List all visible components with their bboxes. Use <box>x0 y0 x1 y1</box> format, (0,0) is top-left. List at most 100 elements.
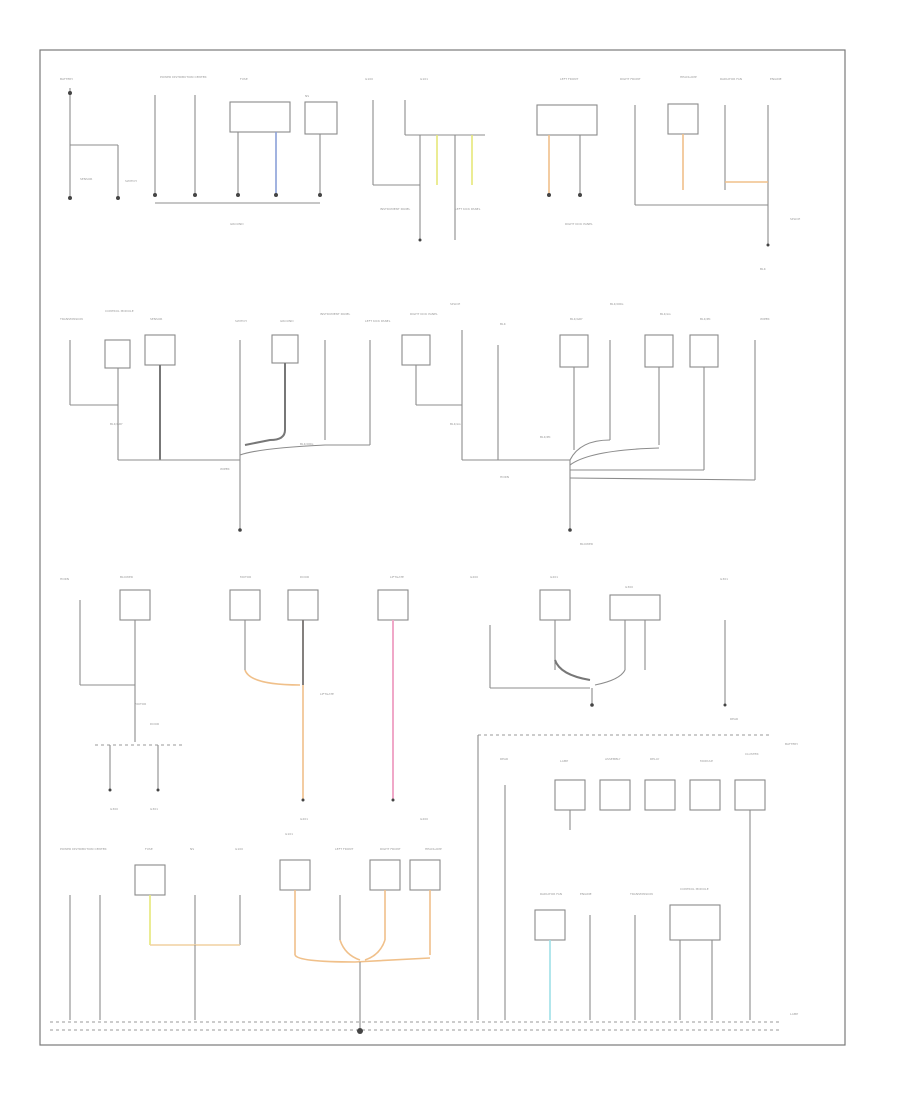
module-d-box <box>667 103 699 135</box>
module-c-box <box>536 104 598 136</box>
component-label: G200 <box>470 575 478 579</box>
component-label: LAMP <box>790 1012 798 1016</box>
row2-box-4 <box>401 334 431 366</box>
battery-group <box>68 88 120 200</box>
module-c-group <box>536 104 598 197</box>
component-label: SWITCH <box>235 319 247 323</box>
component-label: POWER DISTRIBUTION CENTER <box>60 847 107 851</box>
row4-box-7 <box>669 904 721 941</box>
row2-box-3 <box>271 334 299 364</box>
row3-box-3 <box>287 589 319 621</box>
component-label: BLK <box>760 267 767 271</box>
component-label: ENGINE <box>770 77 782 81</box>
component-label: HORN <box>500 475 509 479</box>
row3-box-5 <box>539 589 571 621</box>
component-label: RADIATOR FAN <box>540 892 562 896</box>
row-1-components <box>68 88 770 247</box>
component-label: MOTOR <box>240 575 251 579</box>
component-label: RELAY <box>650 757 660 761</box>
component-label: LIFTGATE <box>390 575 404 579</box>
component-label: G301 <box>720 577 728 581</box>
component-label: MOTOR <box>135 702 146 706</box>
row4-left-box-2 <box>279 859 311 891</box>
module-d-group <box>634 103 770 247</box>
component-label: TRANSMISSION <box>629 892 653 896</box>
component-label: ENGINE <box>580 892 592 896</box>
component-label: LEFT KICK PANEL <box>365 319 391 323</box>
component-label: FUSE <box>145 847 153 851</box>
row4-left-box-4 <box>409 859 441 891</box>
row3-box-6 <box>609 594 661 621</box>
component-label: BLK/ORG <box>610 302 624 306</box>
component-label: LEFT FRONT <box>560 77 578 81</box>
row4-box-2 <box>599 779 631 811</box>
component-label: NS <box>305 94 309 98</box>
row2-box-1 <box>104 339 131 369</box>
row-3-components <box>79 589 727 802</box>
main-ground-point <box>357 1028 363 1034</box>
row4-box-3 <box>644 779 676 811</box>
component-label: G101 <box>420 77 428 81</box>
component-label: SPLICE <box>450 302 460 306</box>
component-label: ASSEMBLY <box>605 757 621 761</box>
component-label: BLK <box>500 322 507 326</box>
row2-box-5 <box>559 334 589 368</box>
row3-box-4 <box>377 589 409 621</box>
component-label: G201 <box>300 817 308 821</box>
row4-box-6 <box>534 909 566 941</box>
component-label: MODULE <box>700 759 713 763</box>
component-label: CONTROL MODULE <box>105 309 134 313</box>
row4-left-box-3 <box>369 859 401 891</box>
row4-box-4 <box>689 779 721 811</box>
row4-box-5 <box>734 779 766 811</box>
component-label: CLUSTER <box>745 752 759 756</box>
component-label: BLOWER <box>120 575 133 579</box>
component-label: LEFT KICK PANEL <box>455 207 481 211</box>
module-b-box <box>304 101 338 135</box>
component-label: RADIATOR FAN <box>720 77 742 81</box>
component-label: SENSOR <box>150 317 162 321</box>
component-label: SWITCH <box>125 179 137 183</box>
component-label: LIFTGATE <box>320 692 334 696</box>
row-2-components <box>69 330 756 532</box>
component-label: G301 <box>150 807 158 811</box>
module-a-group <box>229 101 338 197</box>
component-label: HEADLAMP <box>680 75 697 79</box>
component-label: LAMP <box>560 759 568 763</box>
module-a-box <box>229 101 291 133</box>
component-label: HORN <box>60 577 69 581</box>
component-label: FUSE <box>240 77 248 81</box>
component-label: WIPER <box>220 467 230 471</box>
component-label: RIGHT FRONT <box>380 847 401 851</box>
component-label: GROUND <box>280 319 294 323</box>
diagram-border <box>39 49 846 1046</box>
component-label: TRANSMISSION <box>59 317 83 321</box>
component-label: CONTROL MODULE <box>680 887 709 891</box>
row-4-right-components <box>477 734 770 1020</box>
component-label: LEFT FRONT <box>335 847 353 851</box>
component-label: REAR <box>730 717 738 721</box>
row2-box-2 <box>144 334 176 366</box>
row2-box-6 <box>644 334 674 368</box>
component-label: INSTRUMENT PANEL <box>320 312 350 316</box>
component-label: BLOWER <box>580 542 593 546</box>
fuse-block-group <box>153 95 320 204</box>
component-label: G100 <box>235 847 243 851</box>
component-label: BLK/LG <box>660 312 671 316</box>
component-label: HEADLAMP <box>425 847 442 851</box>
row4-left-box-1 <box>134 864 166 896</box>
component-label: BLK/LG <box>450 422 461 426</box>
component-label: DOOR <box>300 575 309 579</box>
component-label: INSTRUMENT PANEL <box>380 207 410 211</box>
component-label: G101 <box>285 832 293 836</box>
component-label: BLK/GRY <box>110 422 123 426</box>
component-label: REAR <box>500 757 508 761</box>
component-label: RIGHT KICK PANEL <box>410 312 438 316</box>
component-label: BLK/PK <box>700 317 712 321</box>
component-label: RIGHT FRONT <box>620 77 641 81</box>
component-label: G200 <box>420 817 428 821</box>
transmission-module-group <box>372 100 485 242</box>
